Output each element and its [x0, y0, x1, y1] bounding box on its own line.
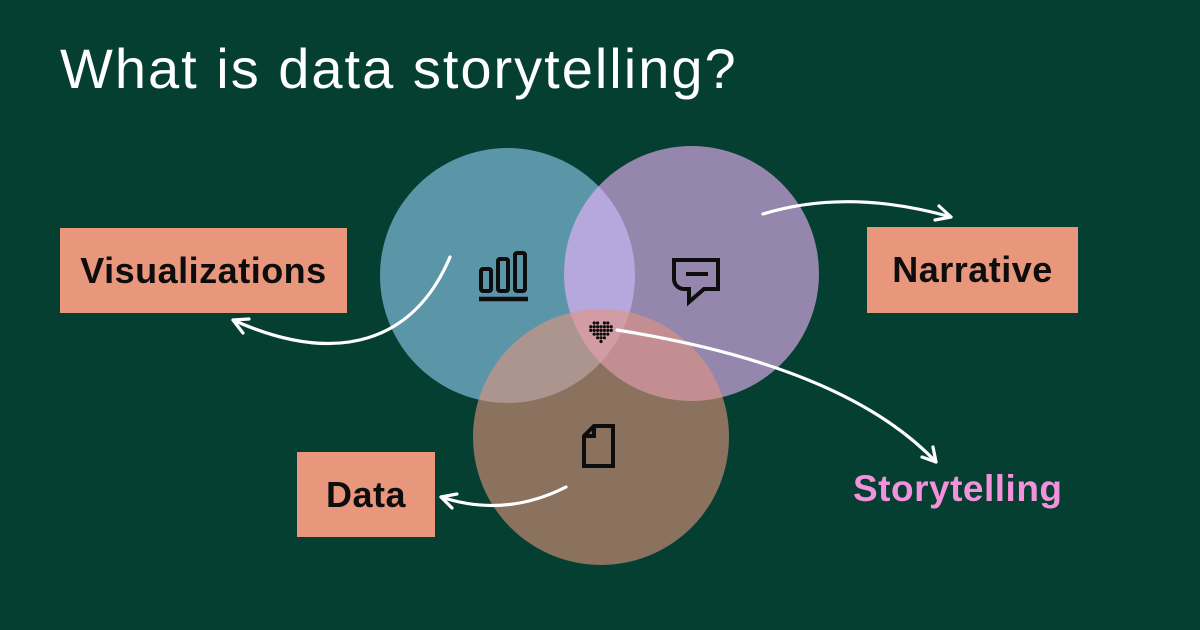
label-visualizations: Visualizations [60, 228, 347, 313]
venn-circle-data [473, 309, 729, 565]
label-storytelling: Storytelling [853, 468, 1063, 509]
label-narrative: Narrative [867, 227, 1078, 313]
label-visualizations-text: Visualizations [80, 249, 327, 291]
label-data-text: Data [325, 473, 407, 515]
label-narrative-text: Narrative [892, 249, 1053, 290]
label-data: Data [297, 452, 435, 537]
page-title: What is data storytelling? [60, 37, 738, 100]
